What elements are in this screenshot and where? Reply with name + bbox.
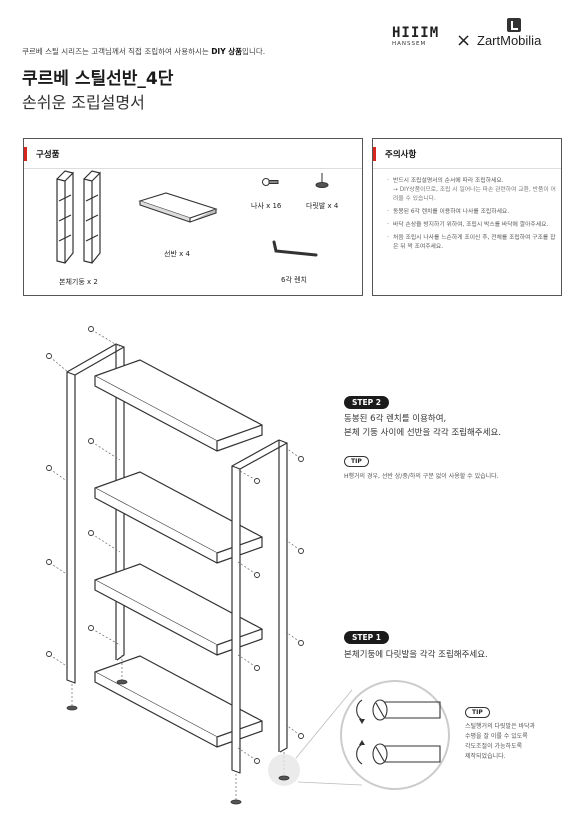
step-2-tip-text: H행거의 경우, 선반 상/중/하의 구분 없이 사용할 수 있습니다.: [344, 473, 499, 480]
step-1-badge: STEP 1: [344, 631, 389, 644]
cautions-box: 주의사항 반드시 조립설명서의 순서에 따라 조립하세요.→ DIY상품이므로,…: [372, 138, 562, 296]
shelf-board: [94, 563, 263, 656]
step-2-tip-badge: TIP: [344, 456, 369, 467]
chair-icon: [507, 18, 521, 32]
zartmobilia-logo: ZartMobilia: [477, 18, 567, 48]
shelf-board-icon: [138, 192, 218, 223]
caution-item: 반드시 조립설명서의 순서에 따라 조립하세요.→ DIY상품이므로, 조립 시…: [387, 177, 557, 204]
step-1-tip-badge: TIP: [465, 707, 490, 718]
leg-foot-icon: [278, 775, 290, 781]
shelf-board: [94, 655, 263, 748]
step-2-badge: STEP 2: [344, 396, 389, 409]
step-1-text: 본체기둥에 다릿발을 각각 조립해주세요.: [344, 650, 488, 660]
screw-icon: [46, 326, 304, 764]
parts-heading: 구성품: [24, 139, 362, 169]
part-label-frame: 본체기둥 x 2: [59, 278, 98, 286]
hanssem-logo: HIIIM HANSSEM: [392, 25, 440, 47]
step-1-tip-text: 스틸행거의 다릿발은 바닥과 수평을 잘 이룰 수 있도록 각도조절이 가능하도…: [465, 723, 536, 760]
accent-bar: [373, 147, 376, 161]
intro-text: 쿠르베 스틸 시리즈는 고객님께서 직접 조립하여 사용하시는 DIY 상품입니…: [22, 47, 266, 56]
caution-item: 바닥 손상을 방지하기 위하여, 조립시 박스를 바닥에 깔아주세요.: [387, 221, 557, 230]
frame-post-icon: [56, 170, 101, 264]
intro-bold: DIY 상품: [211, 47, 243, 56]
cautions-list: 반드시 조립설명서의 순서에 따라 조립하세요.→ DIY상품이므로, 조립 시…: [387, 177, 557, 256]
part-label-shelf: 선반 x 4: [164, 250, 190, 258]
page-title: 쿠르베 스틸선반_4단: [22, 69, 174, 89]
zoom-connector: [295, 689, 363, 786]
step-2-text: 동봉된 6각 렌치를 이용하여, 본체 기둥 사이에 선반을 각각 조립해주세요…: [344, 414, 501, 438]
part-label-screw: 나사 x 16: [251, 202, 282, 210]
part-label-leg: 다릿발 x 4: [306, 202, 339, 210]
shelf-board: [94, 471, 263, 564]
right-frame-post: [231, 439, 288, 774]
cautions-heading: 주의사항: [373, 139, 561, 169]
screw-icon: [262, 178, 279, 186]
page-subtitle: 손쉬운 조립설명서: [22, 93, 145, 112]
parts-illustration: [56, 170, 329, 264]
caution-item: 처음 조립시 나사를 느슨하게 조이신 후, 전체를 조립하여 구조를 잡은 뒤…: [387, 234, 557, 252]
leg-foot-icon: [315, 173, 329, 188]
foot-highlight: [268, 754, 300, 786]
accent-bar: [24, 147, 27, 161]
hex-wrench-icon: [272, 240, 318, 257]
part-label-wrench: 6각 렌치: [281, 276, 307, 284]
caution-item: 동봉된 6각 렌치를 이용하여 나사를 조립하세요.: [387, 208, 557, 217]
parts-box: 구성품: [23, 138, 363, 296]
leg-detail-zoom: [340, 680, 450, 790]
shelf-board: [94, 359, 263, 452]
brand-separator: ×: [456, 30, 472, 51]
